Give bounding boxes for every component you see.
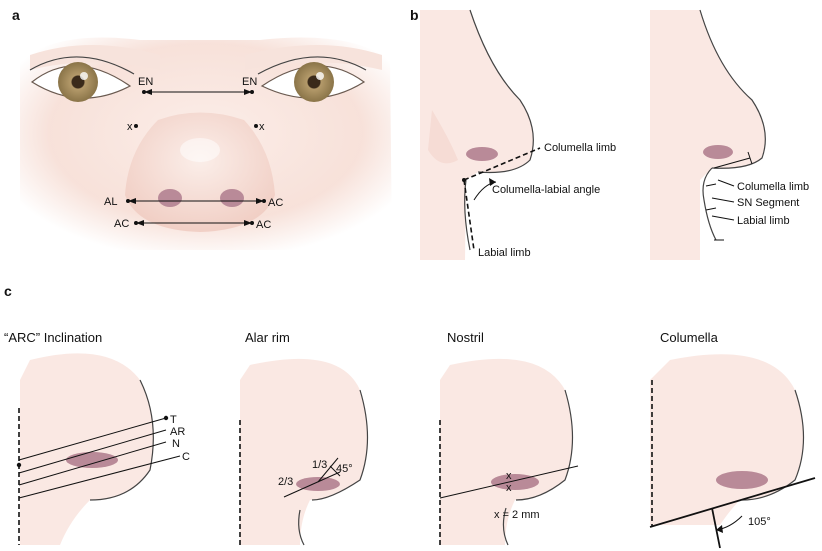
nostril-measure-label: x = 2 mm: [494, 509, 540, 521]
left-eye: [29, 56, 135, 102]
frontal-nose: [125, 112, 275, 232]
nostril-figure: Nostril x x x = 2 mm: [439, 330, 579, 546]
labial-limb-right-pointer: [711, 215, 735, 221]
alar-rim-title: Alar rim: [245, 330, 290, 345]
columella-angle-label: 105°: [748, 516, 771, 528]
panel-a: a EN: [12, 7, 392, 250]
ac-upper-label: AC: [268, 197, 283, 209]
alar-rim-figure: Alar rim 2/3 1/3 45°: [239, 330, 369, 546]
two-thirds-label: 2/3: [278, 476, 293, 488]
ac-lower-right-label: AC: [256, 219, 271, 231]
line-c: [18, 455, 181, 499]
arc-inclination-figure: “ARC” Inclination T AR N C: [4, 330, 190, 545]
x-left-label: x: [127, 121, 133, 133]
arc-c-label: C: [182, 451, 190, 463]
arc-t-label: T: [170, 414, 177, 426]
right-eye: [257, 56, 367, 102]
columella-figure: Columella 105°: [649, 330, 816, 549]
alar-axis-line: [283, 471, 341, 498]
nostril-x-upper-label: x: [506, 470, 512, 482]
al-label: AL: [104, 196, 117, 208]
columella-axis-line: [649, 477, 816, 528]
x-right-label: x: [259, 121, 265, 133]
labial-limb-right-label: Labial limb: [737, 215, 790, 227]
columella-limb-left-label: Columella limb: [544, 142, 616, 154]
nostril-title: Nostril: [447, 330, 484, 345]
panel-b: b Columella limb Columella-labial angle …: [410, 7, 809, 260]
one-third-label: 1/3: [312, 459, 327, 471]
arc-ar-label: AR: [170, 426, 185, 438]
columella-limb-line-left: [463, 147, 541, 181]
panel-b-label: b: [410, 7, 419, 23]
panel-c: c “ARC” Inclination T AR N C Alar rim: [4, 283, 816, 549]
sn-segment-pointer: [711, 197, 735, 203]
labial-limb-line-left: [463, 179, 475, 251]
profile-nose-right: [650, 9, 766, 260]
arc-title: “ARC” Inclination: [4, 330, 102, 345]
nostril-x-lower-label: x: [506, 482, 512, 494]
panel-a-label: a: [12, 7, 20, 23]
sn-segment-label: SN Segment: [737, 197, 799, 209]
profile-nose-left: [420, 9, 534, 260]
ac-lower-left-label: AC: [114, 218, 129, 230]
alar-45-line: [317, 457, 339, 483]
labial-limb-left-label: Labial limb: [478, 247, 531, 259]
nostril-axis-line: [439, 465, 579, 499]
columella-limb-line-right: [713, 157, 751, 169]
columella-title: Columella: [660, 330, 719, 345]
columella-limb-right-pointer: [717, 179, 735, 187]
left-nostril: [158, 189, 182, 207]
alar-angle-label: 45°: [336, 463, 353, 475]
left-brow: [30, 45, 160, 70]
columella-labial-angle-label: Columella-labial angle: [492, 184, 600, 196]
columella-limb-right-label: Columella limb: [737, 181, 809, 193]
arc-n-label: N: [172, 438, 180, 450]
line-n: [18, 441, 167, 486]
columella-perpendicular: [711, 507, 721, 549]
en-right-label: EN: [242, 76, 257, 88]
en-left-label: EN: [138, 76, 153, 88]
line-t: [18, 417, 167, 461]
right-nostril: [220, 189, 244, 207]
panel-c-label: c: [4, 283, 12, 299]
